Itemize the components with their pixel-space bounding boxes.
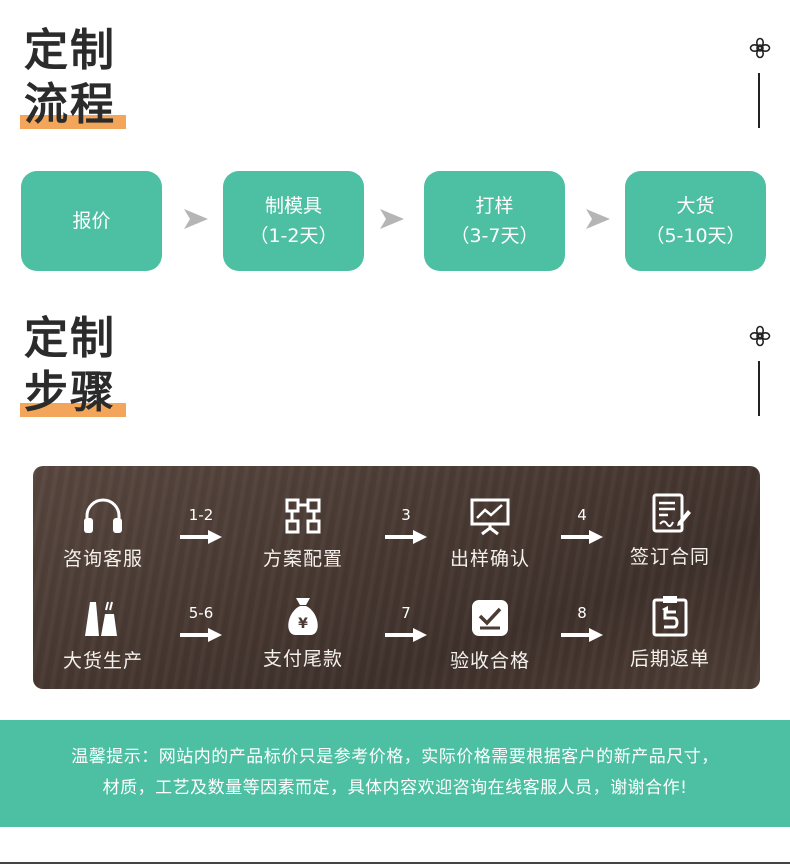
- flower-icon: [749, 37, 771, 59]
- section-title-line2-text: 流程: [24, 79, 116, 130]
- network-icon: [285, 498, 321, 534]
- section-title-process: 定制 流程: [20, 24, 126, 132]
- arrow-right-icon: [561, 628, 603, 642]
- step-label: 后期返单: [629, 648, 710, 670]
- process-step-name: 报价: [72, 210, 111, 232]
- process-step-name: 打样: [475, 195, 514, 217]
- divider-line: [758, 361, 760, 416]
- process-step-duration: （5-10天）: [645, 225, 746, 247]
- step-label: 咨询客服: [62, 548, 143, 570]
- process-step-name: 大货: [676, 195, 715, 217]
- step-label: 支付尾款: [262, 648, 343, 670]
- step-arrow: 1-2: [178, 506, 224, 545]
- contract-icon: [652, 493, 691, 533]
- section-title-line2: 流程: [20, 78, 126, 132]
- checkbox-icon: [472, 600, 508, 636]
- step-contract: 签订合同: [605, 492, 735, 569]
- process-step-bulk: 大货 （5-10天）: [625, 171, 766, 271]
- process-step-quote: 报价: [21, 171, 162, 271]
- section-title-line2-text: 步骤: [24, 367, 116, 418]
- step-plan: 方案配置: [238, 494, 368, 571]
- step-final-payment: ¥ 支付尾款: [238, 594, 368, 671]
- step-arrow: 3: [383, 506, 429, 545]
- arrow-right-icon: [561, 530, 603, 544]
- step-arrow: 7: [383, 604, 429, 643]
- process-step-sample: 打样 （3-7天）: [424, 171, 565, 271]
- svg-text:¥: ¥: [298, 616, 308, 632]
- step-arrow-number: 3: [401, 506, 411, 524]
- money-bag-icon: ¥: [288, 598, 318, 635]
- process-step-duration: （1-2天）: [249, 225, 338, 247]
- arrow-right-icon: [180, 628, 222, 642]
- step-arrow-number: 4: [577, 506, 587, 524]
- process-step-duration: （3-7天）: [450, 225, 539, 247]
- arrow-right-icon: [380, 209, 404, 229]
- arrow-right-icon: [586, 209, 610, 229]
- process-step-name: 制模具: [264, 195, 322, 217]
- section-title-line2: 步骤: [20, 366, 126, 420]
- arrow-right-icon: [184, 209, 208, 229]
- step-consult: 咨询客服: [38, 494, 168, 571]
- notice-line2: 材质，工艺及数量等因素而定，具体内容欢迎咨询在线客服人员，谢谢合作!: [102, 778, 688, 798]
- step-label: 方案配置: [262, 548, 343, 570]
- step-arrow-number: 1-2: [188, 506, 214, 524]
- step-label: 验收合格: [449, 650, 530, 672]
- return-order-icon: [652, 596, 688, 637]
- factory-icon: [85, 601, 117, 636]
- wood-texture: [33, 466, 760, 689]
- step-reorder: 后期返单: [605, 594, 735, 671]
- process-step-mold: 制模具 （1-2天）: [223, 171, 364, 271]
- section-title-line1: 定制: [24, 25, 116, 76]
- notice-banner: 温馨提示：网站内的产品标价只是参考价格，实际价格需要根据客户的新产品尺寸， 材质…: [0, 720, 790, 827]
- step-arrow-number: 5-6: [188, 604, 214, 622]
- step-arrow: 8: [559, 604, 605, 643]
- step-arrow: 5-6: [178, 604, 224, 643]
- arrow-right-icon: [385, 628, 427, 642]
- step-arrow-number: 7: [401, 604, 411, 622]
- step-label: 出样确认: [449, 548, 530, 570]
- notice-line1: 温馨提示：网站内的产品标价只是参考价格，实际价格需要根据客户的新产品尺寸，: [71, 747, 719, 767]
- step-production: 大货生产: [38, 596, 168, 673]
- arrow-right-icon: [385, 530, 427, 544]
- arrow-right-icon: [180, 530, 222, 544]
- presentation-icon: [470, 498, 510, 536]
- step-acceptance: 验收合格: [425, 596, 555, 673]
- step-arrow: 4: [559, 506, 605, 545]
- bottom-divider: [0, 862, 790, 864]
- section-title-line1: 定制: [24, 313, 116, 364]
- step-sample-confirm: 出样确认: [425, 494, 555, 571]
- step-label: 大货生产: [62, 650, 143, 672]
- section-title-steps: 定制 步骤: [20, 312, 126, 420]
- flower-icon: [749, 325, 771, 347]
- divider-line: [758, 73, 760, 128]
- step-label: 签订合同: [629, 546, 710, 568]
- steps-panel: 咨询客服 1-2 方案配置 3 出样确认 4: [33, 466, 760, 689]
- step-arrow-number: 8: [577, 604, 587, 622]
- headset-icon: [84, 498, 122, 533]
